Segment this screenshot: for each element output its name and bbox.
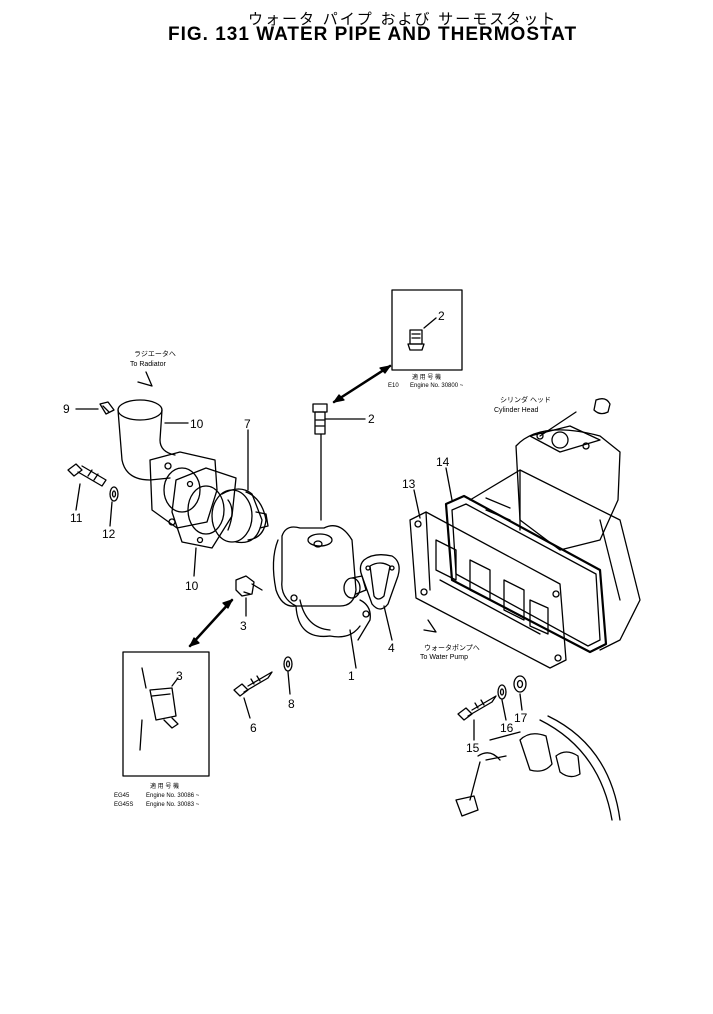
engine-block-bottom bbox=[455, 715, 621, 821]
part-number-14: 14 bbox=[436, 455, 450, 469]
reference-arrow-bottom bbox=[188, 598, 234, 648]
part-number-1: 1 bbox=[348, 669, 355, 683]
gasket-part-10 bbox=[171, 467, 237, 549]
inset-bottom-model-2: EG45S bbox=[114, 802, 133, 808]
part-number-13: 13 bbox=[402, 477, 416, 491]
part-number-15: 15 bbox=[466, 741, 480, 755]
to-radiator-label: To Radiator bbox=[130, 361, 166, 368]
part-number-3: 3 bbox=[240, 619, 247, 633]
to-water-pump-jp: ウォータポンプへ bbox=[424, 643, 480, 652]
figure-title-japanese: ウォータ パイプ および サーモスタット bbox=[248, 10, 558, 28]
part-number-2: 2 bbox=[368, 412, 375, 426]
inset-top-model: E10 bbox=[388, 383, 399, 389]
arrow-to-radiator bbox=[137, 371, 153, 387]
thermostat-part-5 bbox=[211, 488, 269, 544]
washer-part-17 bbox=[513, 675, 527, 693]
cylinder-head-jp: シリンダ ヘッド bbox=[500, 395, 551, 404]
part-number-9: 9 bbox=[63, 402, 70, 416]
inset-top-heading: 適 用 号 機 bbox=[412, 373, 441, 381]
reference-arrow-top bbox=[332, 364, 392, 404]
part-number-17: 17 bbox=[514, 711, 528, 725]
part-number-12: 12 bbox=[102, 527, 116, 541]
part-number-7: 8 bbox=[288, 697, 295, 711]
gasket-part-14 bbox=[444, 494, 608, 654]
washer-part-12 bbox=[109, 486, 119, 502]
inset-bottom-engine-no-2: Engine No. 30083 ~ bbox=[146, 802, 200, 808]
part-number-16: 16 bbox=[500, 721, 514, 735]
part-number-11: 11 bbox=[70, 511, 83, 525]
plug-part-9 bbox=[99, 401, 115, 415]
part-number-2-inset: 2 bbox=[438, 309, 445, 323]
inset-top-engine-no: Engine No. 30800 ~ bbox=[410, 383, 464, 389]
cylinder-head-label: Cylinder Head bbox=[494, 407, 538, 414]
thermostat-plug-part-2 bbox=[312, 403, 366, 521]
washer-part-16 bbox=[497, 684, 507, 700]
inset-bottom-engine-no-1: Engine No. 30086 ~ bbox=[146, 793, 200, 799]
thermostat-housing-part-1 bbox=[272, 525, 371, 641]
cylinder-head bbox=[469, 398, 641, 651]
inset-bottom-model-1: EG45 bbox=[114, 793, 130, 799]
inset-box-bottom bbox=[122, 651, 210, 777]
bolt-part-11 bbox=[67, 463, 107, 487]
washer-part-7 bbox=[283, 656, 293, 672]
to-radiator-jp: ラジエータへ bbox=[134, 349, 176, 358]
bolt-part-6 bbox=[233, 671, 273, 697]
part-number-6: 6 bbox=[250, 721, 257, 735]
gasket-part-4 bbox=[359, 554, 400, 610]
bolt-part-15 bbox=[457, 695, 497, 721]
inset-bottom-heading: 適 用 号 機 bbox=[150, 782, 179, 790]
figure-title: FIG. 131 WATER PIPE AND THERMOSTAT bbox=[168, 24, 578, 45]
part-number-10: 10 bbox=[185, 579, 199, 593]
arrow-to-water-pump bbox=[423, 619, 437, 633]
inset-box-top bbox=[391, 289, 463, 371]
part-number-4: 4 bbox=[388, 641, 395, 655]
to-water-pump-label: To Water Pump bbox=[420, 654, 468, 661]
plug-part-2-inset bbox=[407, 329, 425, 351]
part-number-8: 10 bbox=[190, 417, 204, 431]
sensor-part-3 bbox=[235, 575, 263, 597]
part-number-3-inset: 3 bbox=[176, 669, 183, 683]
part-number-5: 7 bbox=[244, 417, 251, 431]
